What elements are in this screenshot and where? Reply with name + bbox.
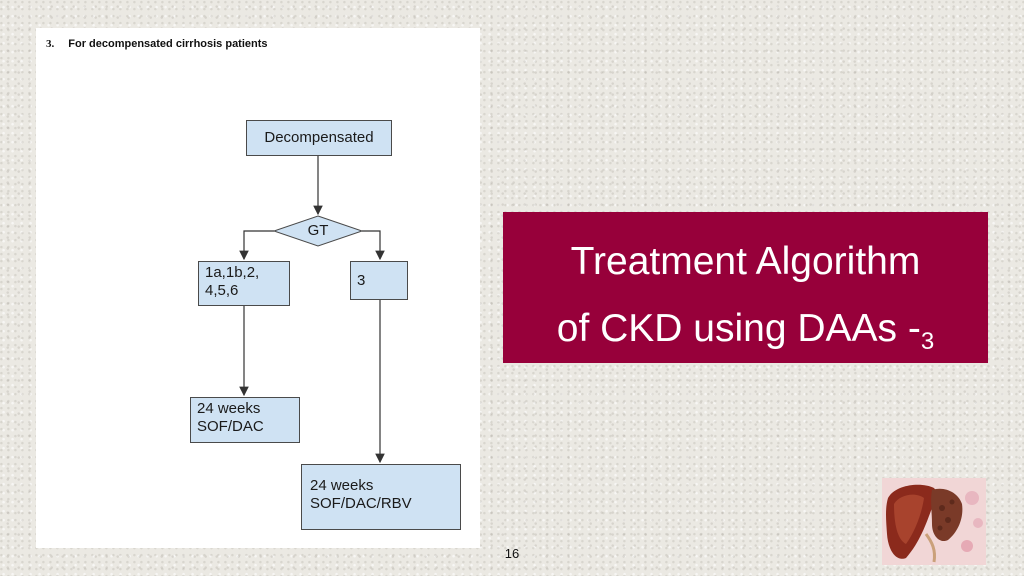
gt-decision-diamond [272, 215, 364, 247]
slide-title-line-2-text: of CKD using DAAs - [556, 307, 921, 350]
liver-icon [882, 478, 986, 565]
slide-title-line-2: of CKD using DAAs -3 [503, 309, 988, 354]
flowchart-connectors [239, 156, 385, 464]
page-number: 16 [504, 546, 520, 561]
slide-title-subscript: 3 [920, 328, 935, 355]
node-treatment-3: 24 weeks SOF/DAC/RBV [301, 464, 461, 530]
heading-number: 3. [46, 38, 55, 50]
node-genotypes-other: 1a,1b,2, 4,5,6 [198, 261, 290, 306]
slide-title-line-1: Treatment Algorithm [570, 240, 921, 283]
document-panel: 3. For decompensated cirrhosis patients D… [36, 28, 480, 548]
document-heading: 3. For decompensated cirrhosis patients [46, 38, 268, 50]
arrow-gt-to-3 [362, 230, 385, 261]
arrow-gt-to-other [239, 230, 274, 261]
slide-title-box: Treatment Algorithm of CKD using DAAs -3 [503, 212, 988, 363]
node-genotype-3: 3 [350, 261, 408, 300]
node-gt-label: GT [307, 222, 329, 239]
node-decompensated: Decompensated [246, 120, 392, 156]
node-treatment-other: 24 weeks SOF/DAC [190, 397, 300, 443]
heading-text: For decompensated cirrhosis patients [68, 38, 268, 50]
